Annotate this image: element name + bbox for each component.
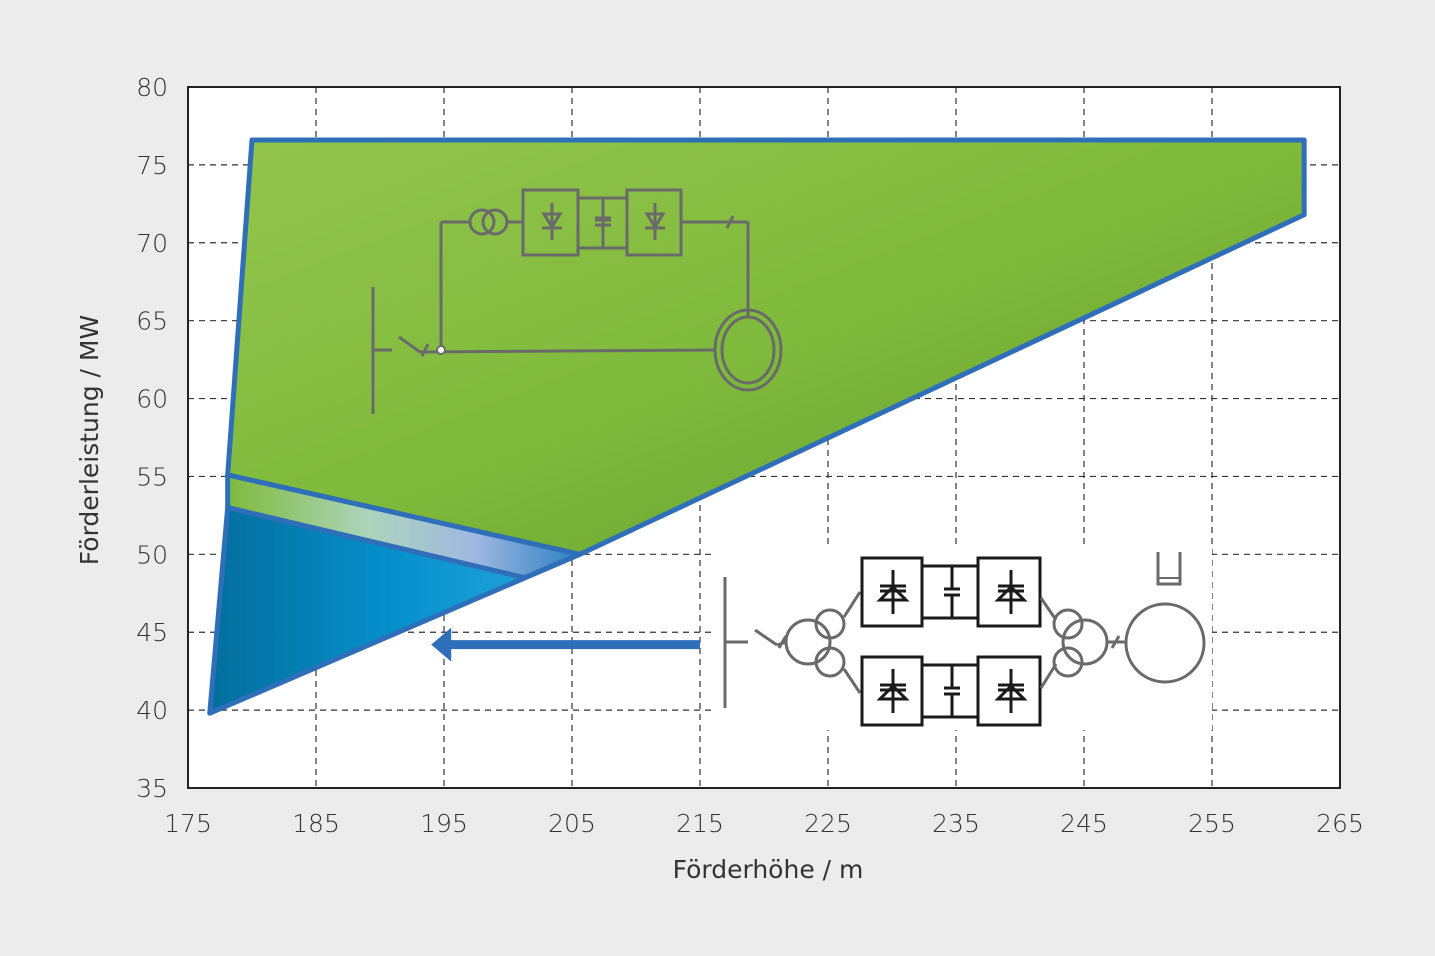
y-tick-label: 40 (136, 696, 168, 725)
y-tick-label: 55 (136, 462, 168, 491)
x-tick-label: 185 (292, 809, 340, 838)
x-tick-label: 195 (420, 809, 468, 838)
x-tick-label: 245 (1060, 809, 1108, 838)
circuit-diagram-full-converter (723, 552, 1206, 727)
y-tick-label: 45 (136, 618, 168, 647)
arrow-head (431, 627, 452, 662)
thyristor-icon (876, 669, 910, 713)
x-tick-label: 175 (164, 809, 212, 838)
plot-frame (187, 86, 1341, 789)
x-tick-label: 225 (804, 809, 852, 838)
y-tick-label: 65 (136, 307, 168, 336)
y-tick-label: 75 (136, 151, 168, 180)
thyristor-icon (994, 669, 1028, 713)
y-tick-label: 60 (136, 385, 168, 414)
x-tick-label: 255 (1188, 809, 1236, 838)
y-tick-label: 50 (136, 540, 168, 569)
x-tick-label: 205 (548, 809, 596, 838)
x-tick-label: 215 (676, 809, 724, 838)
circuit-diagram-doubly-fed (371, 188, 783, 414)
y-axis-label: Förderleistung / MW (75, 315, 104, 565)
x-tick-label: 265 (1316, 809, 1364, 838)
y-tick-label: 80 (136, 73, 168, 102)
x-tick-label: 235 (932, 809, 980, 838)
blue-extended-range (207, 505, 583, 716)
thyristor-icon (876, 570, 910, 614)
thyristor-icon (994, 570, 1028, 614)
x-axis-label: Förderhöhe / m (673, 855, 864, 884)
green-operating-range (225, 137, 1307, 557)
diagram-background (712, 548, 1212, 730)
y-tick-label: 70 (136, 229, 168, 258)
y-tick-label: 35 (136, 774, 168, 803)
